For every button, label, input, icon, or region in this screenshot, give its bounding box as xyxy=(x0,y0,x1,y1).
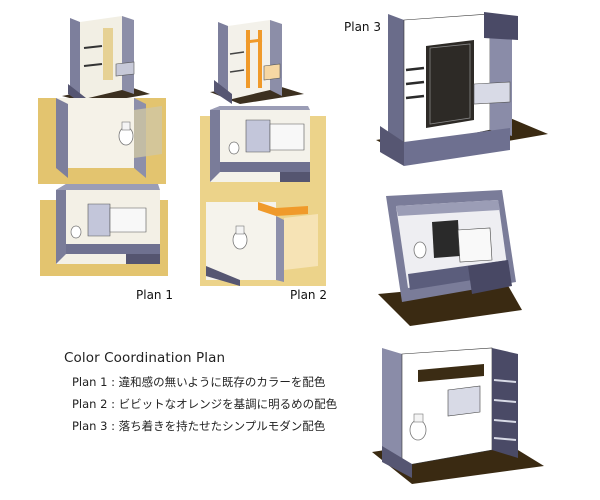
legend-item-plan3: Plan 3 : 落ち着きを持たせたシンプルモダン配色 xyxy=(72,419,326,433)
plan1-label: Plan 1 xyxy=(136,288,173,302)
plan2-label: Plan 2 xyxy=(290,288,327,302)
plan1-render-overview xyxy=(40,184,168,276)
plan3-render-toilet xyxy=(372,346,544,486)
plan2-render-shelving xyxy=(200,16,308,108)
plan3-label: Plan 3 xyxy=(344,20,381,34)
plan2-render-overview xyxy=(200,106,326,196)
plan1-render-shelving xyxy=(58,14,158,106)
legend-item-plan1: Plan 1 : 違和感の無いように既存のカラーを配色 xyxy=(72,375,326,389)
plan3-render-overview xyxy=(372,186,522,326)
plan3-render-shelving xyxy=(370,10,548,168)
color-coordination-legend: Color Coordination Plan Plan 1 : 違和感の無いよ… xyxy=(64,350,337,440)
legend-title: Color Coordination Plan xyxy=(64,350,226,366)
legend-item-plan2: Plan 2 : ビビットなオレンジを基調に明るめの配色 xyxy=(72,397,338,411)
plan2-render-toilet xyxy=(200,196,326,286)
plan1-render-toilet xyxy=(38,98,166,184)
